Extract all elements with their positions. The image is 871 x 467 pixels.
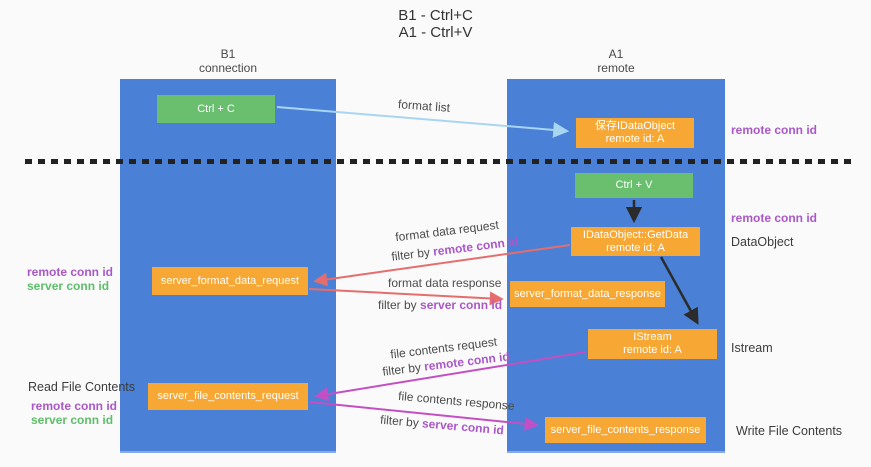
column-b1-role: connection [198, 61, 258, 75]
ctrl-v-label: Ctrl + V [615, 179, 653, 191]
save-dataobject-line1: 保存IDataObject [594, 120, 676, 132]
server-conn-id-text: server conn id [421, 416, 505, 438]
istream-node: IStream remote id: A [588, 329, 717, 359]
server-format-data-request-label: server_format_data_request [160, 274, 300, 287]
column-a1-name: A1 [608, 47, 624, 61]
read-file-contents-label: Read File Contents [28, 380, 136, 394]
server-file-contents-response-node: server_file_contents_response [545, 417, 706, 443]
dataobject-label: DataObject [731, 235, 794, 249]
save-dataobject-node: 保存IDataObject remote id: A [576, 118, 694, 148]
left-server-conn-id-label: server conn id [27, 279, 110, 293]
left-bottom-remote-conn-id-label: remote conn id [31, 399, 118, 413]
left-remote-conn-id-label: remote conn id [27, 265, 114, 279]
format-data-response-label: format data response [388, 276, 502, 290]
ctrl-c-label: Ctrl + C [197, 102, 235, 115]
istream-line2: remote id: A [623, 344, 682, 356]
server-conn-id-text: server conn id [420, 298, 503, 312]
right-mid-remote-conn-id-label: remote conn id [731, 211, 818, 225]
server-format-data-request-node: server_format_data_request [152, 267, 308, 295]
format-list-label: format list [397, 97, 451, 115]
filter-by-text: filter by [381, 359, 426, 379]
ctrl-v-node: Ctrl + V [575, 173, 693, 198]
server-format-data-response-node: server_format_data_response [510, 281, 665, 307]
istream-side-label: Istream [731, 341, 773, 355]
filter-by-text: filter by [378, 298, 421, 312]
diagram-title-line2: A1 - Ctrl+V [398, 24, 473, 41]
server-file-contents-response-label: server_file_contents_response [550, 423, 701, 436]
filter-by-text: filter by [379, 412, 423, 431]
column-a1-role: remote [597, 61, 635, 75]
column-header-a1: A1 remote [546, 47, 686, 75]
getdata-node: IDataObject::GetData remote id: A [571, 227, 700, 256]
file-contents-response-label: file contents response [397, 388, 516, 414]
getdata-line1: IDataObject::GetData [582, 228, 689, 241]
column-header-b1: B1 connection [158, 47, 298, 75]
file-contents-response-filter-label: filter by server conn id [380, 413, 505, 438]
save-dataobject-line2: remote id: A [605, 133, 665, 145]
session-separator-dashed-line [25, 159, 852, 164]
write-file-contents-label: Write File Contents [736, 424, 843, 438]
getdata-line2: remote id: A [606, 241, 665, 254]
server-file-contents-request-label: server_file_contents_request [157, 390, 299, 402]
format-data-response-filter-label: filter by server conn id [378, 298, 502, 312]
server-file-contents-request-node: server_file_contents_request [148, 383, 308, 410]
left-bottom-server-conn-id-label: server conn id [31, 413, 114, 427]
column-b1-name: B1 [220, 47, 236, 61]
ctrl-c-node: Ctrl + C [157, 95, 275, 123]
diagram-title-line1: B1 - Ctrl+C [398, 7, 473, 24]
right-top-remote-conn-id-label: remote conn id [731, 123, 818, 137]
filter-by-text: filter by [390, 244, 435, 264]
diagram-title: B1 - Ctrl+C A1 - Ctrl+V [0, 7, 871, 41]
istream-line1: IStream [633, 331, 672, 343]
server-format-data-response-label: server_format_data_response [514, 287, 661, 300]
